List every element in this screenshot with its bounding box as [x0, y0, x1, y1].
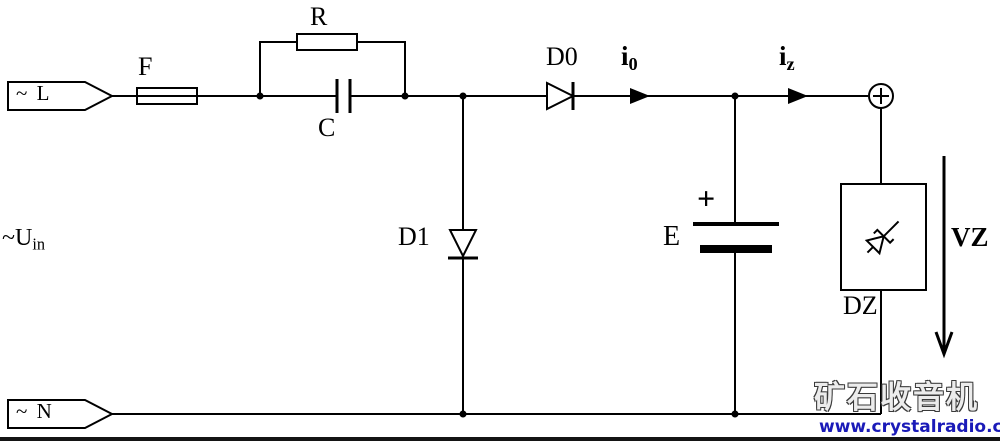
- diode-d1-symbol: [448, 229, 478, 259]
- vz-voltage-label: VZ: [951, 222, 989, 252]
- resistor-branch-wire-right: [357, 41, 406, 96]
- current-io-sub: 0: [628, 54, 638, 75]
- zener-label: DZ: [843, 291, 878, 320]
- junction-dot: [256, 92, 264, 100]
- zener-symbol: [864, 220, 900, 256]
- resistor-symbol: [296, 33, 358, 51]
- current-iz-label: iz: [779, 43, 795, 74]
- fuse-label: F: [138, 52, 153, 81]
- current-io-base: i: [621, 41, 629, 71]
- junction-dot: [401, 92, 409, 100]
- l-terminal-label: ~ L: [16, 81, 52, 105]
- bottom-border: [0, 437, 1000, 441]
- junction-dot: [731, 92, 739, 100]
- diode-d0-symbol: [546, 81, 576, 111]
- diode-d0-label: D0: [546, 42, 578, 71]
- n-terminal-symbol: [7, 399, 115, 429]
- capacitor-label: C: [318, 113, 336, 142]
- resistor-branch-wire-left: [259, 41, 297, 96]
- input-voltage-label: ~Uin: [2, 226, 45, 253]
- junction-dot: [459, 410, 467, 418]
- n-terminal-label: ~ N: [16, 399, 54, 423]
- junction-dot: [459, 92, 467, 100]
- reservoir-plus-sign: +: [697, 180, 716, 216]
- junction-dot: [731, 410, 739, 418]
- vz-arrowhead: [934, 331, 954, 359]
- diode-d1-label: D1: [398, 222, 430, 251]
- current-iz-sub: z: [786, 54, 795, 75]
- input-voltage-base: ~U: [2, 225, 33, 251]
- watermark-site-name: 矿石收音机: [814, 380, 979, 416]
- l-terminal-symbol: [7, 81, 115, 111]
- current-arrow-iz: [788, 88, 808, 104]
- input-voltage-sub: in: [32, 234, 46, 254]
- current-arrow-io: [630, 88, 650, 104]
- resistor-label: R: [310, 2, 328, 31]
- reservoir-cap-label: E: [663, 221, 681, 252]
- watermark-site-url: www.crystalradio.cn: [819, 417, 1000, 437]
- current-iz-base: i: [779, 41, 787, 71]
- current-io-label: i0: [621, 43, 638, 74]
